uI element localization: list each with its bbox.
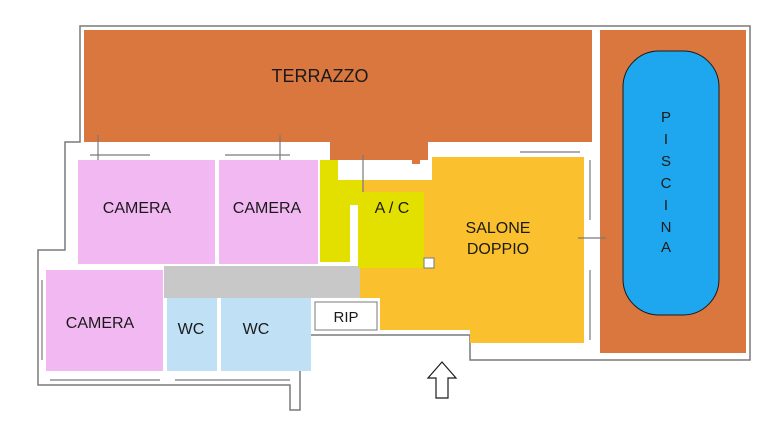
rip-room: [314, 301, 378, 331]
terrazzo-label: TERRAZZO: [272, 66, 369, 86]
salone-room: [360, 157, 584, 343]
salone-label-line2: DOPPIO: [467, 241, 529, 258]
piscina-letter: A: [661, 239, 671, 256]
wc-label-2: WC: [243, 321, 270, 338]
camera-label-2: CAMERA: [233, 200, 302, 217]
piscina-label: P I S C I N A: [661, 109, 672, 256]
salone-label-line1: SALONE: [466, 220, 531, 237]
piscina-letter: N: [661, 219, 672, 236]
arrow-up-icon: [426, 361, 458, 399]
wc-label-1: WC: [178, 321, 205, 338]
wc-room-2: [221, 298, 311, 371]
pool: [622, 50, 720, 316]
wc-room-1: [167, 298, 217, 371]
piscina-letter: S: [661, 153, 671, 170]
column: [423, 257, 435, 269]
camera-label-1: CAMERA: [103, 200, 172, 217]
camera-room-3: [46, 270, 163, 371]
ac-label: A / C: [375, 200, 410, 217]
wall-ticks: [41, 135, 606, 381]
piscina-letter: I: [664, 197, 668, 214]
piscina-letter: P: [661, 109, 671, 126]
piscina-letter: C: [661, 175, 672, 192]
camera-room-2: [219, 160, 318, 264]
terrazzo-area: [84, 30, 592, 164]
ac-room: [320, 160, 424, 268]
camera-label-3: CAMERA: [66, 315, 135, 332]
rip-label: RIP: [333, 309, 358, 326]
piscina-letter: I: [664, 131, 668, 148]
corridor: [164, 266, 360, 298]
camera-room-1: [78, 160, 215, 264]
